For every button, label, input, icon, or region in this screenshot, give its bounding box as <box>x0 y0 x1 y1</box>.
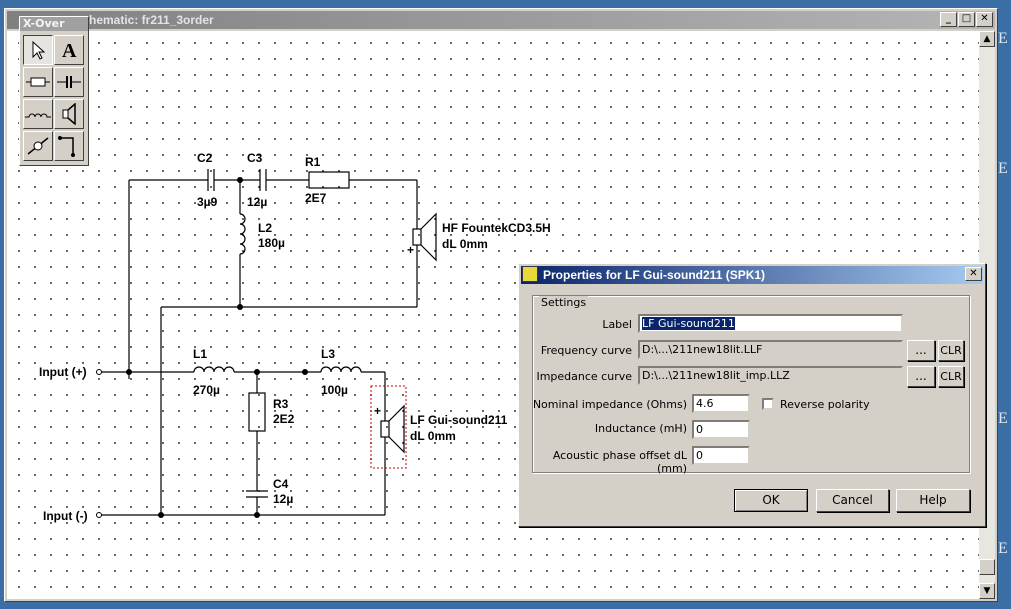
c4-value: 12µ <box>273 492 294 506</box>
text-tool[interactable]: A <box>54 35 84 65</box>
resistor-tool[interactable] <box>23 67 53 97</box>
frequency-curve-label: Frequency curve <box>540 344 632 357</box>
resistor-icon <box>26 77 50 87</box>
cancel-button[interactable]: Cancel <box>816 489 889 512</box>
label-field-label: Label <box>602 318 632 331</box>
properties-dialog: Properties for LF Gui-sound211 (SPK1) ✕ … <box>518 263 986 527</box>
window-titlebar[interactable]: hematic: fr211_3order <box>7 11 995 29</box>
c3-label: C3 <box>247 151 263 165</box>
lf-plus: + <box>374 404 382 418</box>
phase-offset-input[interactable]: 0 <box>692 446 750 465</box>
c2-value: 3µ9 <box>197 195 218 209</box>
app-icon <box>522 266 538 282</box>
scroll-thumb[interactable] <box>979 559 995 575</box>
l1-label: L1 <box>193 347 208 361</box>
lf-speaker-name: LF Gui-sound211 <box>410 413 508 427</box>
arrow-cursor-icon <box>32 40 46 60</box>
frequency-browse-button[interactable]: ... <box>907 340 935 361</box>
scroll-up-button[interactable]: ▲ <box>979 31 995 47</box>
capacitor-icon <box>57 76 81 88</box>
nominal-impedance-input[interactable]: 4.6 <box>692 394 750 413</box>
hf-speaker-dl: dL 0mm <box>442 237 488 251</box>
label-input-value: LF Gui-sound211 <box>642 317 735 330</box>
desktop-glyph: E <box>998 30 1008 47</box>
desktop-glyph: E <box>998 410 1008 427</box>
ok-button[interactable]: OK <box>734 489 808 512</box>
frequency-clr-button[interactable]: CLR <box>938 340 964 361</box>
input-minus-label: Input (-) <box>43 509 88 523</box>
desktop-glyph: E <box>998 540 1008 557</box>
wire-icon <box>58 136 75 157</box>
inductor-tool[interactable] <box>23 99 53 129</box>
speaker-tool[interactable] <box>54 99 84 129</box>
frequency-curve-field[interactable]: D:\...\211new18lit.LLF <box>638 340 903 359</box>
l3-label: L3 <box>321 347 336 361</box>
capacitor-tool[interactable] <box>54 67 84 97</box>
close-button[interactable]: ✕ <box>976 12 993 27</box>
r1-value: 2E7 <box>305 191 327 205</box>
settings-group <box>532 295 970 473</box>
dialog-close-button[interactable]: ✕ <box>965 267 982 281</box>
window-title: hematic: fr211_3order <box>89 13 214 27</box>
dialog-title: Properties for LF Gui-sound211 (SPK1) <box>543 268 766 282</box>
impedance-curve-label: Impedance curve <box>536 370 632 383</box>
toolbox-palette: X-Over A <box>19 16 89 166</box>
c3-value: 12µ <box>247 195 268 209</box>
lf-speaker-dl: dL 0mm <box>410 429 456 443</box>
impedance-browse-button[interactable]: ... <box>907 366 935 387</box>
maximize-button[interactable]: □ <box>958 12 975 27</box>
dialog-titlebar[interactable]: Properties for LF Gui-sound211 (SPK1) <box>521 266 983 284</box>
c2-label: C2 <box>197 151 213 165</box>
l2-label: L2 <box>258 221 273 235</box>
toolbox-title[interactable]: X-Over <box>20 17 88 31</box>
c4-label: C4 <box>273 477 289 491</box>
reverse-polarity-checkbox[interactable] <box>762 398 774 410</box>
l2-value: 180µ <box>258 236 285 250</box>
scroll-down-button[interactable]: ▼ <box>979 583 995 599</box>
phase-offset-label: Acoustic phase offset dL (mm) <box>552 449 687 475</box>
input-plus-label: Input (+) <box>39 365 87 379</box>
minimize-button[interactable]: _ <box>940 12 957 27</box>
impedance-curve-field[interactable]: D:\...\211new18lit_imp.LLZ <box>638 366 903 385</box>
r1-label: R1 <box>305 155 321 169</box>
inductance-input[interactable]: 0 <box>692 420 750 439</box>
hf-plus: + <box>407 243 415 257</box>
nominal-impedance-label: Nominal impedance (Ohms) <box>532 398 687 411</box>
help-button[interactable]: Help <box>896 489 970 512</box>
label-input[interactable]: LF Gui-sound211 <box>638 314 903 333</box>
text-a-icon: A <box>62 40 77 60</box>
speaker-icon <box>62 103 76 125</box>
reverse-polarity-label: Reverse polarity <box>780 398 870 411</box>
probe-tool[interactable] <box>23 131 53 161</box>
settings-group-label: Settings <box>539 296 589 309</box>
wire-tool[interactable] <box>54 131 84 161</box>
hf-speaker-name: HF FountekCD3.5H <box>442 221 551 235</box>
desktop-glyph: E <box>998 160 1008 177</box>
schematic-wires <box>96 169 437 518</box>
svg-text:A: A <box>62 40 77 60</box>
inductance-label: Inductance (mH) <box>594 422 687 435</box>
impedance-clr-button[interactable]: CLR <box>938 366 964 387</box>
inductor-icon <box>25 113 51 118</box>
r3-label: R3 <box>273 397 289 411</box>
probe-icon <box>27 137 49 155</box>
l3-value: 100µ <box>321 383 348 397</box>
r3-value: 2E2 <box>273 412 295 426</box>
pointer-tool[interactable] <box>23 35 53 65</box>
l1-value: 270µ <box>193 383 220 397</box>
